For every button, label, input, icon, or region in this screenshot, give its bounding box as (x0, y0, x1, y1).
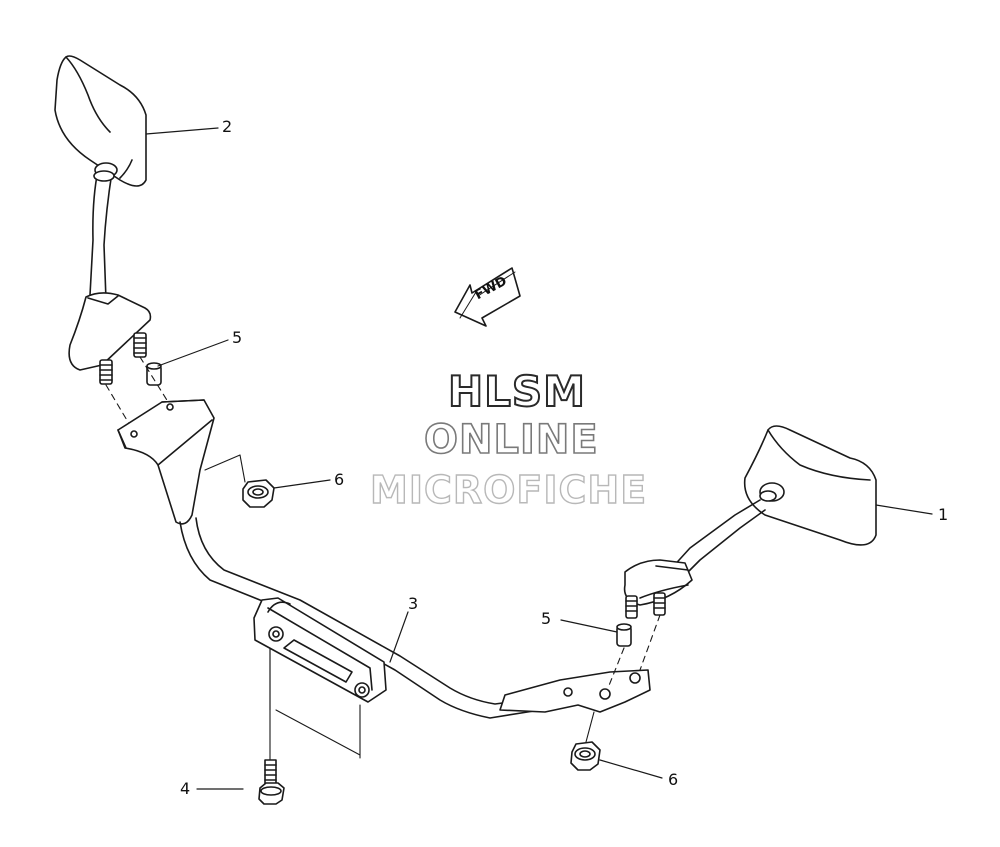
center-bracket (253, 597, 387, 703)
mirror-stay (179, 517, 651, 719)
callout-leaders (145, 127, 933, 790)
callout-4: 4 (180, 779, 191, 798)
left-bracket (117, 399, 215, 525)
callout-5-left: 5 (232, 328, 243, 347)
forward-arrow-icon (454, 267, 521, 327)
callout-6-left: 6 (334, 470, 345, 489)
callout-3: 3 (408, 594, 419, 613)
watermark-line-1: HLSM (447, 367, 586, 416)
callout-1: 1 (938, 505, 949, 524)
left-nut (242, 479, 275, 508)
left-mirror (54, 55, 152, 385)
watermark-line-3: MICROFICHE (369, 468, 648, 512)
right-spacer (616, 623, 632, 647)
left-spacer (146, 362, 162, 386)
watermark-line-2: ONLINE (423, 417, 599, 463)
callout-2: 2 (222, 117, 233, 136)
right-nut (570, 741, 601, 771)
callout-6-right: 6 (668, 770, 679, 789)
right-mirror (623, 425, 877, 619)
bolt (258, 759, 285, 805)
callout-5-right: 5 (541, 609, 552, 628)
